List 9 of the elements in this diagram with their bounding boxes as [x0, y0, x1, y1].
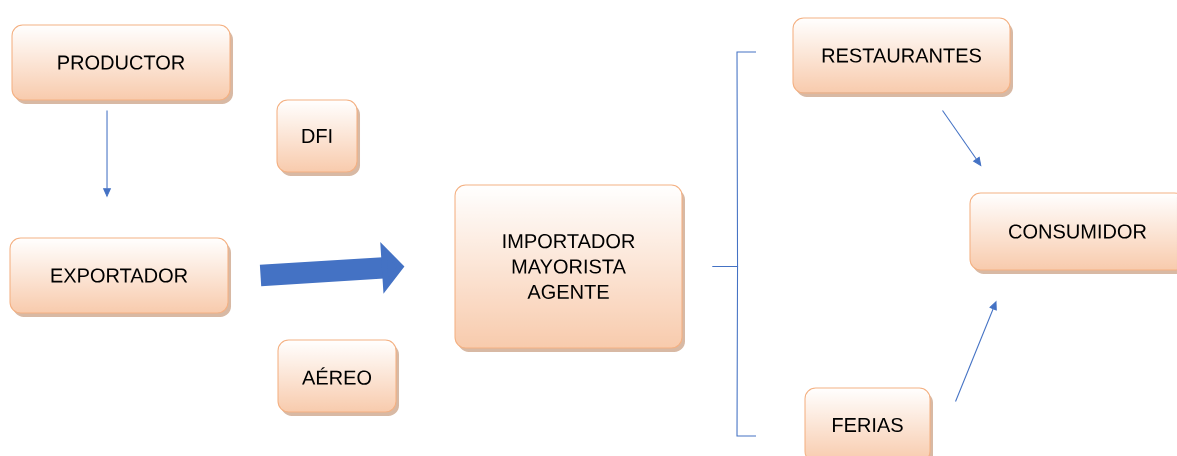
process-box: FERIAS — [804, 387, 933, 456]
brace — [712, 265, 757, 437]
process-box: DFI — [276, 99, 360, 176]
process-box: PRODUCTOR — [11, 24, 233, 104]
process-box: CONSUMIDOR — [969, 192, 1177, 274]
process-box: EXPORTADOR — [9, 237, 231, 317]
process-box: RESTAURANTES — [792, 17, 1013, 97]
process-box: IMPORTADOR MAYORISTA AGENTE — [454, 184, 685, 352]
process-box: AÉREO — [277, 339, 399, 416]
